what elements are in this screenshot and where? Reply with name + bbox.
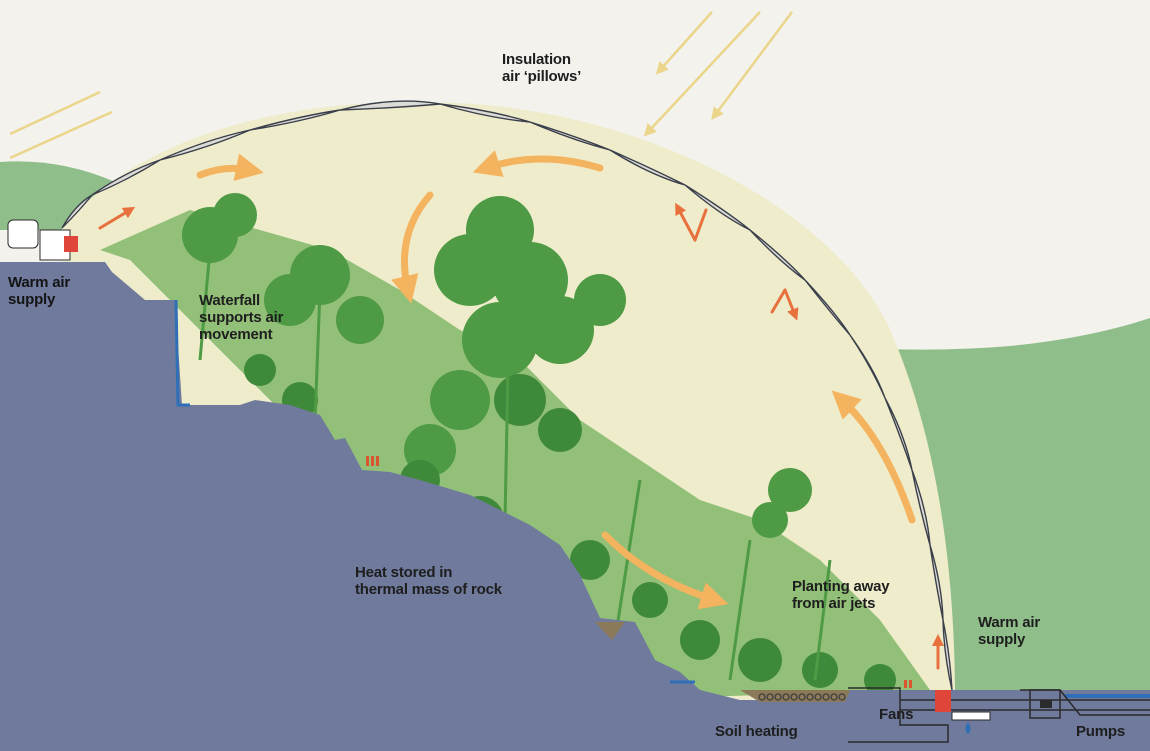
fan-duct	[952, 712, 990, 720]
label-warm-air-supply-right: Warm air supply	[978, 614, 1040, 648]
label-fans: Fans	[879, 706, 913, 723]
vehicle	[8, 220, 38, 248]
air-supply-vent-left	[64, 236, 78, 252]
label-heat-stored: Heat stored in thermal mass of rock	[355, 564, 502, 598]
label-waterfall: Waterfall supports air movement	[199, 292, 283, 343]
fan-unit	[935, 690, 951, 712]
label-pumps: Pumps	[1076, 723, 1125, 740]
label-insulation-pillows: Insulation air ‘pillows’	[502, 51, 581, 85]
label-soil-heating: Soil heating	[715, 723, 798, 740]
label-warm-air-supply-left: Warm air supply	[8, 274, 70, 308]
pump-unit	[1040, 700, 1052, 708]
label-planting-away: Planting away from air jets	[792, 578, 889, 612]
